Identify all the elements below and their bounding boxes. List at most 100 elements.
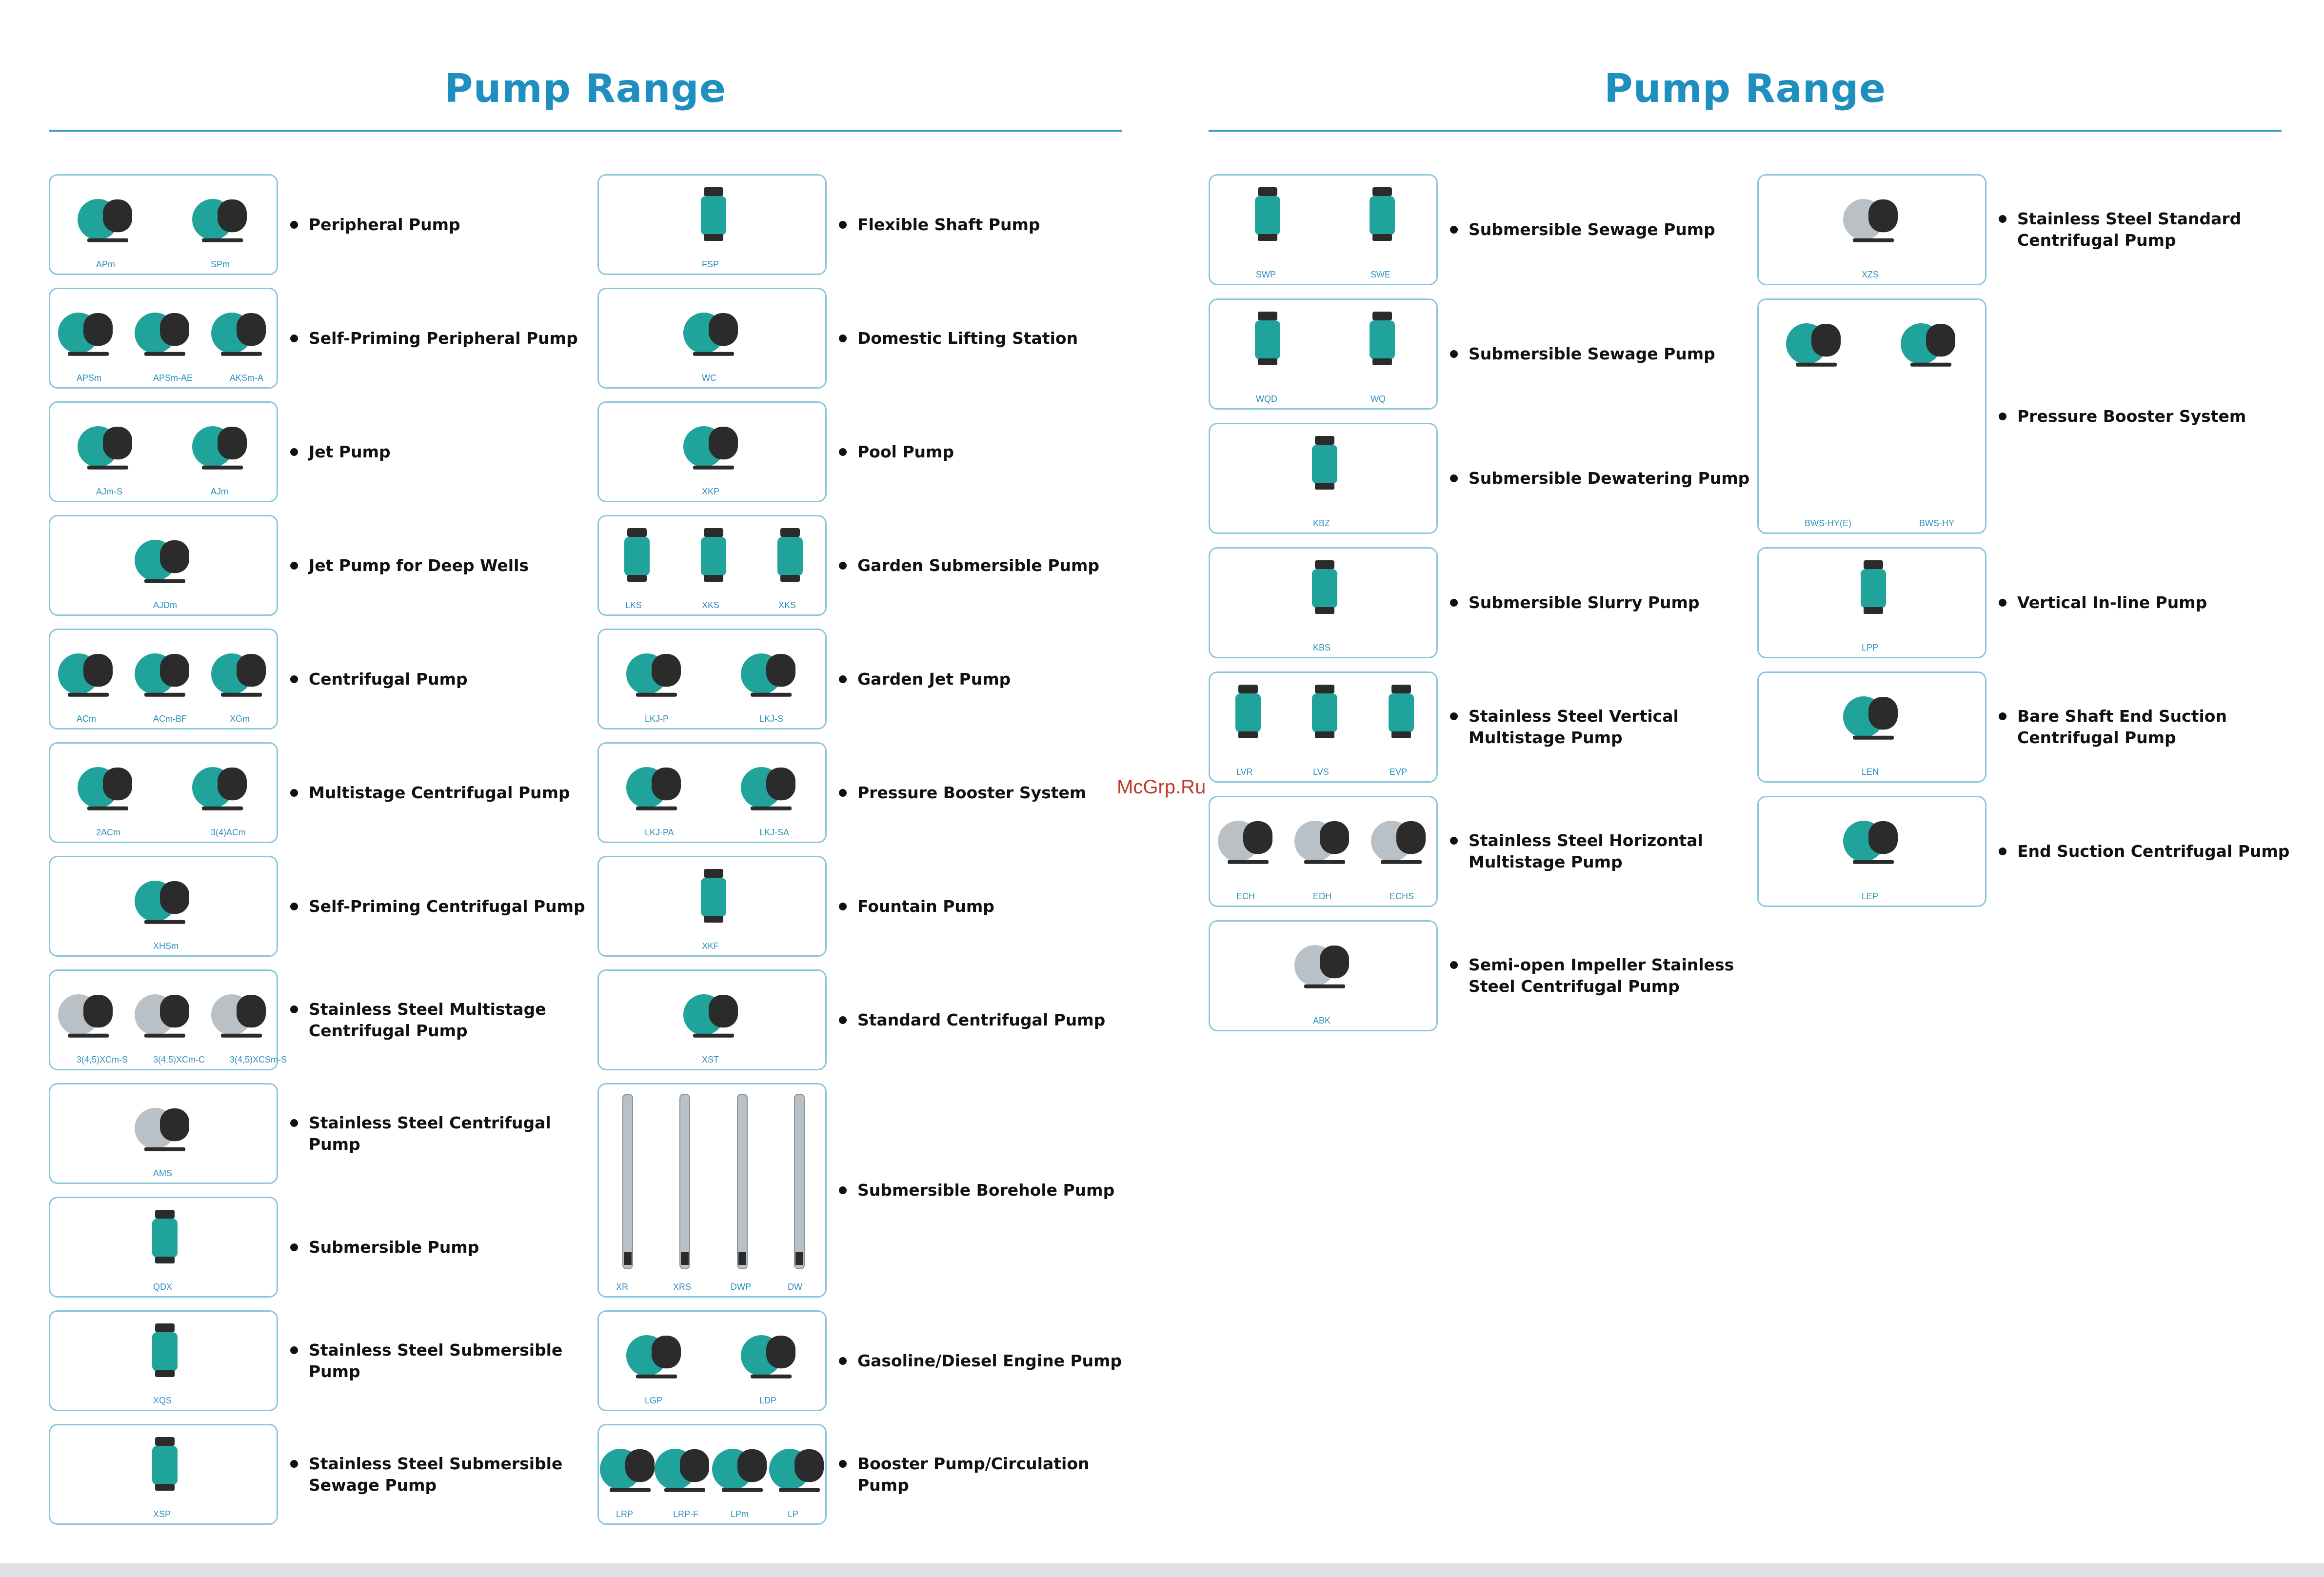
model-code: ECHS [1390, 891, 1414, 901]
pump-image [1294, 928, 1354, 999]
product-item: XKF Fountain Pump [597, 856, 1144, 957]
product-name: Submersible Dewatering Pump [1469, 469, 1750, 488]
model-code: EVP [1390, 767, 1408, 777]
product-label: Standard Centrifugal Pump [839, 1009, 1141, 1031]
product-image-card: WQD WQ [1209, 298, 1438, 410]
product-label: Stainless Steel Submersible Pump [290, 1340, 593, 1382]
product-name: Domestic Lifting Station [857, 328, 1078, 348]
product-image-card: XSP [49, 1424, 278, 1525]
product-label: Self-Priming Peripheral Pump [290, 328, 593, 349]
pump-image [766, 523, 814, 593]
model-code: LGP [645, 1396, 663, 1405]
pump-image [1901, 307, 1960, 377]
product-name: Vertical In-line Pump [2017, 593, 2207, 612]
model-code: LKJ-PA [645, 828, 674, 837]
product-name: Garden Jet Pump [857, 669, 1011, 689]
model-code: XKF [702, 941, 719, 951]
product-image-card: KBS [1209, 547, 1438, 658]
product-name: Jet Pump for Deep Wells [309, 555, 529, 575]
product-image-card: FSP [597, 174, 827, 275]
product-image-card: XKF [597, 856, 827, 957]
pump-image [135, 523, 194, 593]
product-image-card: ABK [1209, 920, 1438, 1031]
product-name: Booster Pump/Circulation Pump [857, 1454, 1090, 1495]
model-code: SWE [1371, 270, 1391, 279]
pump-image [1243, 182, 1292, 253]
model-code: WQ [1371, 394, 1386, 404]
product-name: Stainless Steel Vertical Multistage Pump [1469, 707, 1679, 747]
product-label: Multistage Centrifugal Pump [290, 782, 593, 804]
model-code: LEP [1862, 891, 1879, 901]
product-item: LEP End Suction Centrifugal Pump [1757, 796, 2304, 907]
product-name: Pressure Booster System [2017, 406, 2246, 426]
product-label: Jet Pump for Deep Wells [290, 555, 593, 576]
product-label: Fountain Pump [839, 896, 1141, 917]
product-item: XQS Stainless Steel Submersible Pump [49, 1310, 595, 1411]
product-image-card: LVR LVS EVP [1209, 671, 1438, 783]
product-name: Stainless Steel Horizontal Multistage Pu… [1469, 831, 1703, 871]
model-code: XQS [153, 1396, 172, 1405]
model-code: WC [702, 373, 716, 383]
product-item: KBZ Submersible Dewatering Pump [1209, 423, 1755, 534]
model-code: AMS [153, 1168, 173, 1178]
pump-image [613, 523, 661, 593]
bullet-icon [290, 334, 298, 342]
pump-image [626, 750, 686, 821]
model-code: 3(4,5)XCSm-S [230, 1055, 287, 1064]
model-code: XKS [778, 600, 796, 610]
bullet-icon [290, 788, 298, 797]
model-code: WQD [1256, 394, 1277, 404]
pump-image [78, 410, 137, 480]
model-code: LPm [731, 1509, 749, 1519]
pump-image [626, 1319, 686, 1389]
product-label: Stainless Steel Vertical Multistage Pump [1450, 706, 1752, 749]
model-code: SPm [211, 259, 230, 269]
model-code: 2ACm [96, 828, 121, 837]
product-image-card: LPP [1757, 547, 1986, 658]
pump-image [600, 1432, 659, 1502]
product-name: Flexible Shaft Pump [857, 215, 1040, 234]
pump-image [135, 296, 194, 366]
product-name: Submersible Pump [309, 1237, 479, 1257]
product-label: Self-Priming Centrifugal Pump [290, 896, 593, 917]
pump-image [712, 1432, 772, 1502]
model-code: LDP [759, 1396, 777, 1405]
pump-image [192, 182, 252, 253]
pump-image [718, 1091, 767, 1274]
product-item: FSP Flexible Shaft Pump [597, 174, 1144, 275]
product-image-card: 3(4,5)XCm-S 3(4,5)XCm-C 3(4,5)XCSm-S [49, 969, 287, 1070]
product-label: Stainless Steel Multistage Centrifugal P… [290, 999, 593, 1042]
product-name: Self-Priming Centrifugal Pump [309, 896, 585, 916]
bullet-icon [1999, 599, 2006, 607]
product-image-card: KBZ [1209, 423, 1438, 534]
product-name: Bare Shaft End Suction Centrifugal Pump [2017, 707, 2227, 747]
model-code: FSP [702, 259, 719, 269]
product-name: Submersible Sewage Pump [1469, 344, 1715, 363]
product-name: Pool Pump [857, 442, 954, 461]
product-image-card: XST [597, 969, 827, 1070]
product-label: Stainless Steel Submersible Sewage Pump [290, 1453, 593, 1496]
product-image-card: AJDm [49, 515, 278, 616]
product-image-card: LKS XKS XKS [597, 515, 827, 616]
watermark: McGrp.Ru [1117, 776, 1206, 798]
model-code: APm [96, 259, 116, 269]
bullet-icon [1450, 837, 1458, 845]
bullet-icon [290, 1119, 298, 1127]
product-name: Self-Priming Peripheral Pump [309, 328, 578, 348]
bullet-icon [290, 902, 298, 910]
product-label: Bare Shaft End Suction Centrifugal Pump [1999, 706, 2301, 749]
bullet-icon [1450, 350, 1458, 358]
pump-image [140, 1432, 189, 1502]
product-item: AJDm Jet Pump for Deep Wells [49, 515, 595, 616]
product-image-card: QDX [49, 1197, 278, 1298]
bullet-icon [839, 220, 847, 229]
product-label: End Suction Centrifugal Pump [1999, 841, 2301, 862]
product-item: XST Standard Centrifugal Pump [597, 969, 1144, 1070]
